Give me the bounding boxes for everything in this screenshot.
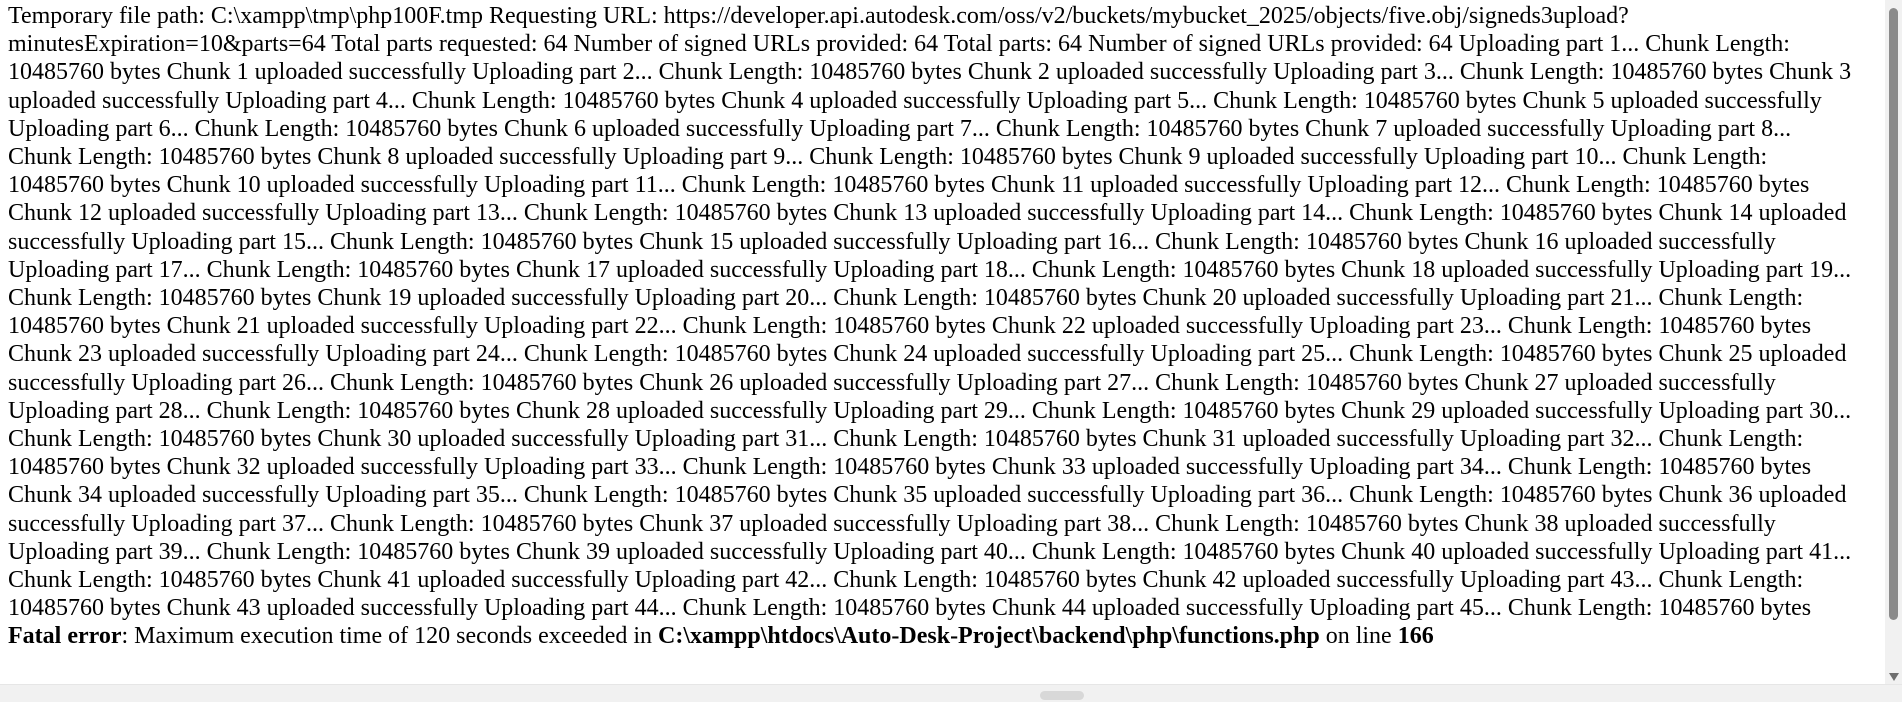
- scroll-down-arrow-icon[interactable]: [1889, 673, 1899, 681]
- fatal-error-label: Fatal error: [8, 623, 122, 650]
- fatal-error-line-prefix: on line: [1319, 623, 1398, 650]
- fatal-error-message: Maximum execution time of 120 seconds ex…: [134, 623, 659, 650]
- vertical-scrollbar-thumb[interactable]: [1889, 8, 1898, 620]
- fatal-error-line-number: 166: [1397, 623, 1434, 650]
- horizontal-scrollbar[interactable]: [0, 684, 1902, 702]
- vertical-scrollbar[interactable]: [1885, 0, 1902, 685]
- horizontal-scrollbar-thumb[interactable]: [1040, 691, 1084, 700]
- upload-log-text: Temporary file path: C:\xampp\tmp\php100…: [8, 3, 1852, 622]
- fatal-error-file: C:\xampp\htdocs\Auto-Desk-Project\backen…: [658, 623, 1320, 650]
- fatal-error-separator: :: [121, 623, 135, 650]
- php-output: Temporary file path: C:\xampp\tmp\php100…: [8, 2, 1860, 651]
- fatal-error-line: Fatal error: Maximum execution time of 1…: [8, 623, 1434, 649]
